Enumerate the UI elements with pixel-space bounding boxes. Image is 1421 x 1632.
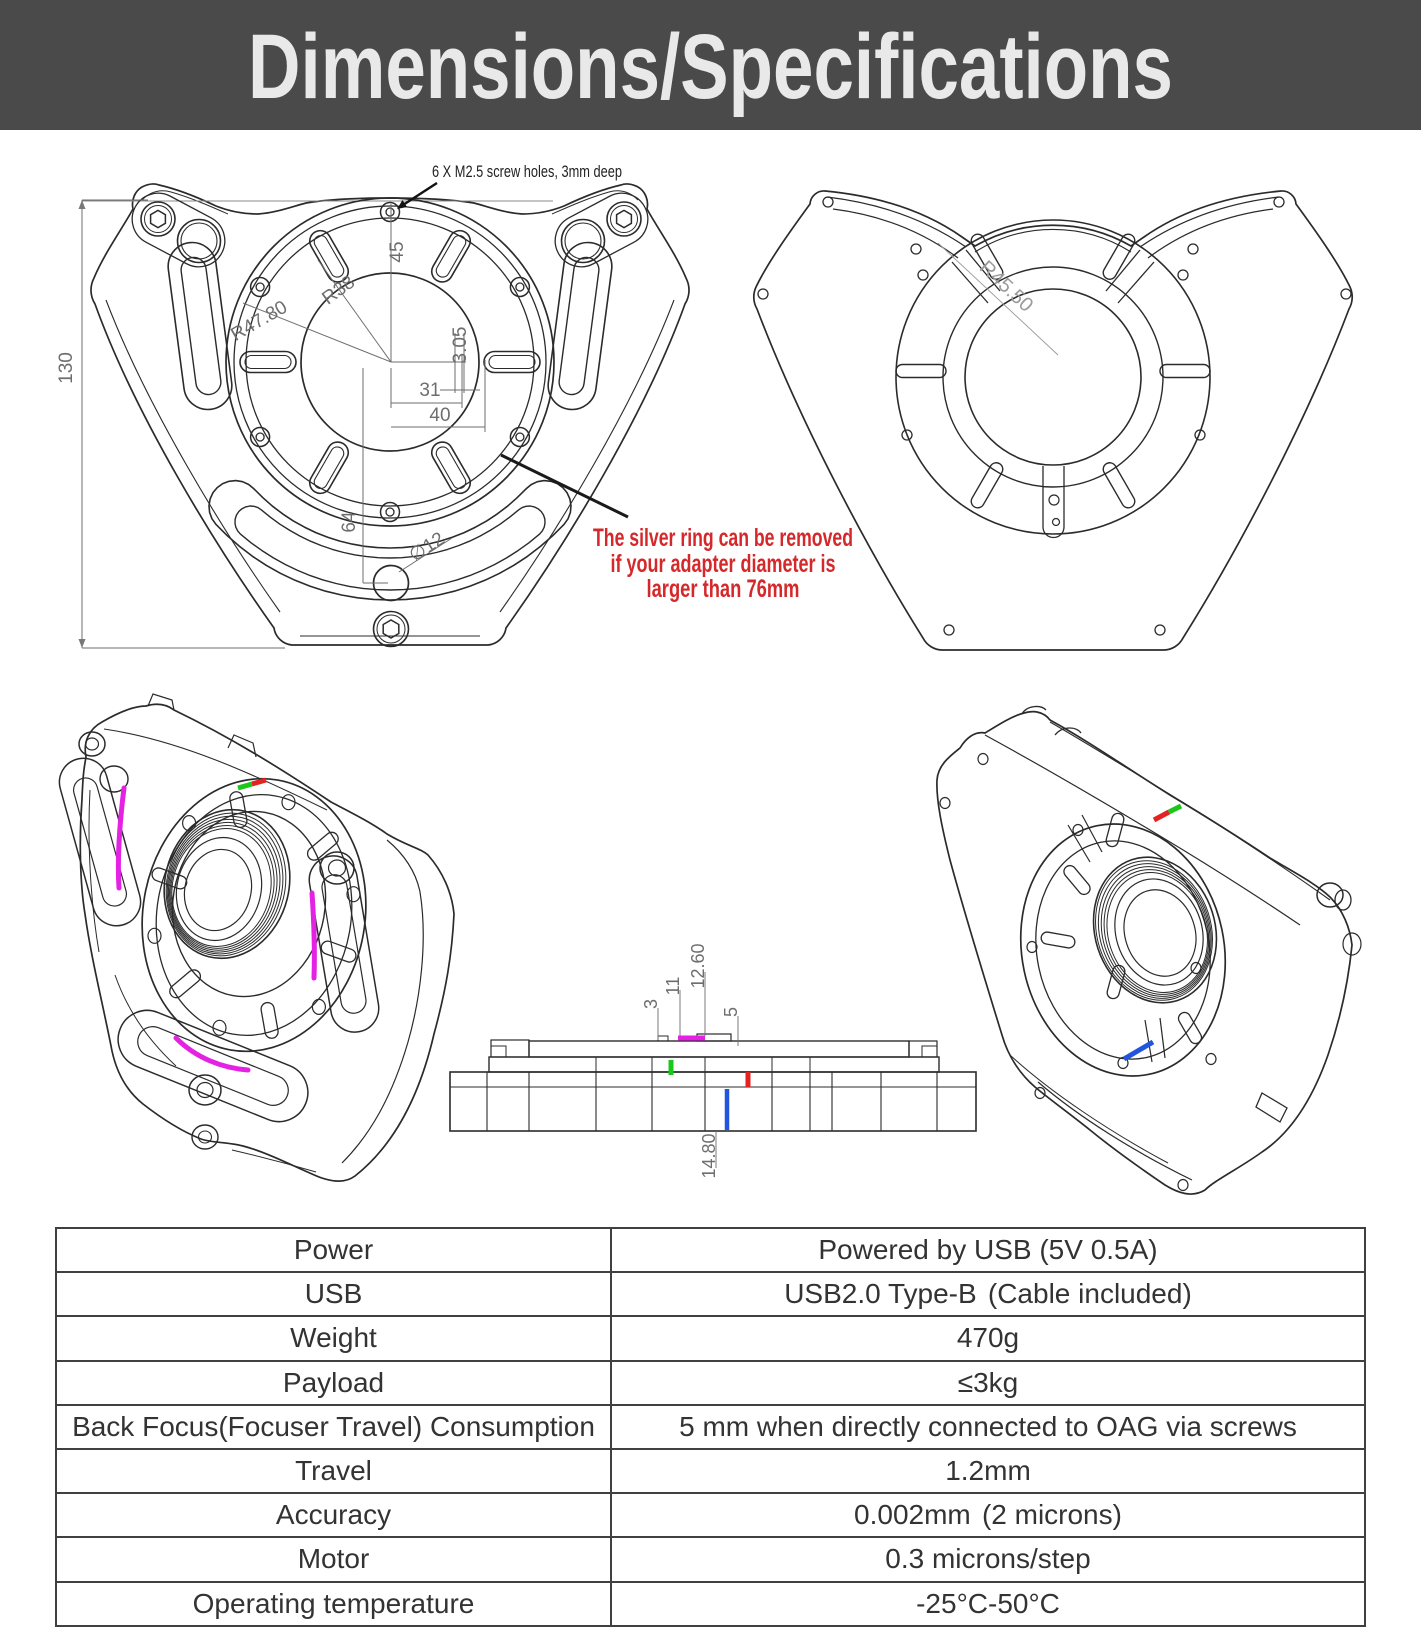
svg-text:12.60: 12.60 bbox=[688, 943, 708, 988]
svg-text:3.05: 3.05 bbox=[450, 327, 471, 364]
svg-text:130: 130 bbox=[56, 352, 77, 384]
svg-text:R38: R38 bbox=[318, 272, 359, 309]
svg-text:6 X M2.5 screw holes, 3mm deep: 6 X M2.5 screw holes, 3mm deep bbox=[432, 163, 622, 181]
svg-text:∅12: ∅12 bbox=[405, 528, 448, 566]
svg-text:14.80: 14.80 bbox=[699, 1133, 719, 1178]
svg-text:64: 64 bbox=[339, 511, 360, 533]
svg-text:larger than 76mm: larger than 76mm bbox=[647, 575, 800, 603]
svg-text:5: 5 bbox=[721, 1007, 741, 1017]
svg-text:3: 3 bbox=[641, 999, 661, 1009]
svg-text:40: 40 bbox=[429, 405, 450, 426]
svg-text:11: 11 bbox=[663, 977, 683, 996]
svg-text:The silver ring can be removed: The silver ring can be removed bbox=[593, 524, 853, 552]
svg-text:31: 31 bbox=[419, 380, 440, 401]
svg-text:45: 45 bbox=[387, 241, 408, 262]
svg-text:if your adapter diameter is: if your adapter diameter is bbox=[611, 550, 836, 578]
